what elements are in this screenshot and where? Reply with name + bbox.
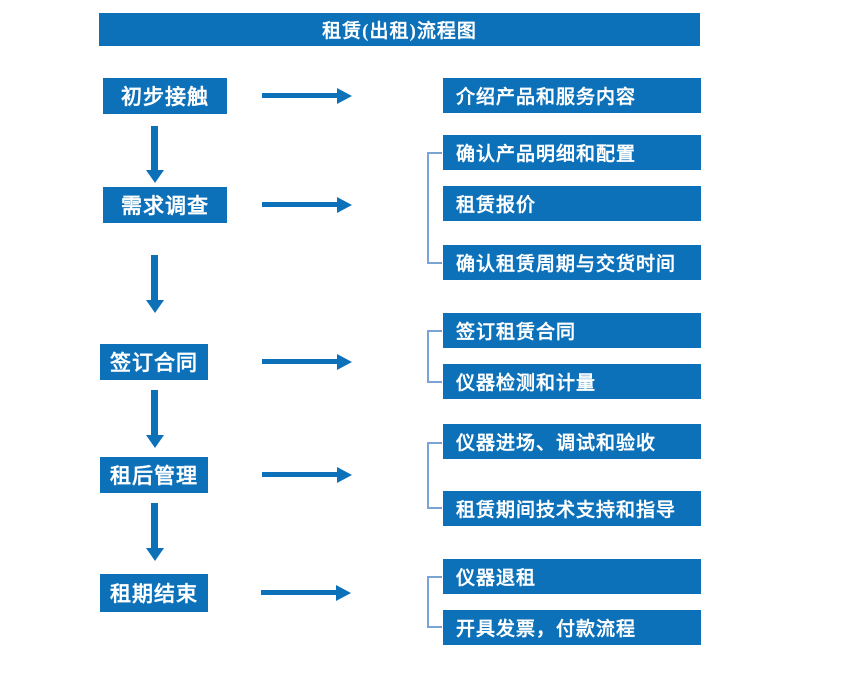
step-requirements-survey: 需求调查 — [103, 187, 227, 223]
arrow-right-icon — [262, 202, 337, 207]
step-sign-contract: 签订合同 — [100, 344, 208, 380]
output-box: 签订租赁合同 — [443, 313, 701, 348]
output-box: 租赁期间技术支持和指导 — [443, 491, 701, 526]
arrow-down-icon — [151, 255, 158, 300]
arrow-right-icon — [262, 93, 337, 98]
arrow-down-icon — [151, 503, 158, 548]
group-bracket — [427, 576, 442, 628]
output-box: 开具发票，付款流程 — [443, 610, 701, 645]
group-bracket — [427, 330, 442, 383]
arrow-right-icon — [261, 590, 336, 595]
output-box: 租赁报价 — [443, 186, 701, 221]
output-box: 确认产品明细和配置 — [443, 135, 701, 170]
arrow-down-icon — [151, 390, 158, 435]
group-bracket — [427, 442, 442, 509]
output-box: 仪器检测和计量 — [443, 364, 701, 399]
output-box: 确认租赁周期与交货时间 — [443, 245, 701, 280]
step-rental-end: 租期结束 — [100, 574, 208, 612]
output-box: 仪器退租 — [443, 559, 701, 594]
group-bracket — [427, 152, 442, 264]
step-post-rental-management: 租后管理 — [100, 457, 208, 493]
output-box: 仪器进场、调试和验收 — [443, 424, 701, 459]
diagram-title: 租赁(出租)流程图 — [99, 13, 700, 46]
arrow-down-icon — [151, 126, 158, 170]
arrow-right-icon — [262, 472, 337, 477]
arrow-right-icon — [262, 359, 337, 364]
step-initial-contact: 初步接触 — [103, 78, 227, 114]
output-box: 介绍产品和服务内容 — [443, 78, 701, 113]
